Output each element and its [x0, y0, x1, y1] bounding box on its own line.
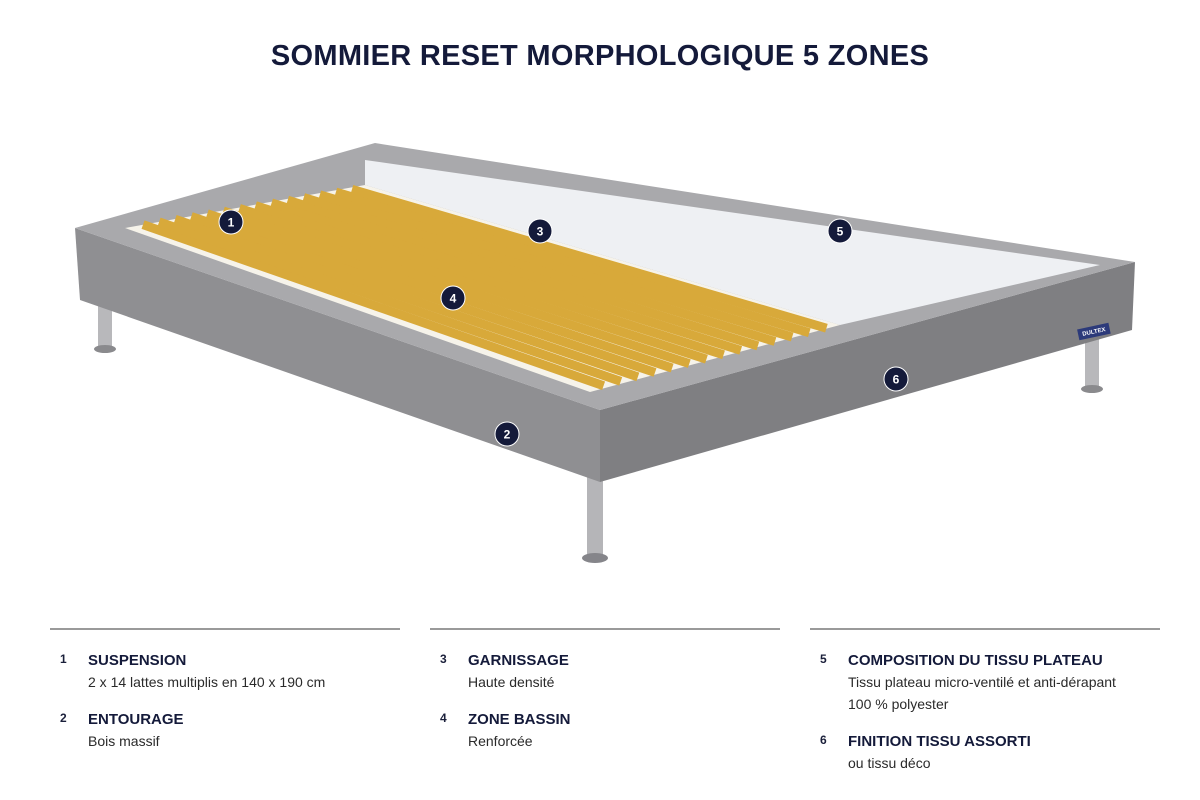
item-number: 3 — [440, 652, 447, 666]
marker-2[interactable]: 2 — [494, 421, 520, 447]
marker-4[interactable]: 4 — [440, 285, 466, 311]
slat — [157, 217, 623, 386]
item-heading: COMPOSITION DU TISSU PLATEAU — [848, 652, 1103, 669]
slat — [254, 201, 725, 360]
legend-item: 3 GARNISSAGE Haute densité — [430, 652, 780, 693]
slat — [302, 193, 777, 346]
item-number: 1 — [60, 652, 67, 666]
marker-3[interactable]: 3 — [527, 218, 553, 244]
item-heading: GARNISSAGE — [468, 652, 569, 669]
legend-item: 5 COMPOSITION DU TISSU PLATEAU Tissu pla… — [810, 652, 1160, 715]
slat — [141, 220, 606, 391]
item-number: 6 — [820, 733, 827, 747]
legend-item: 2 ENTOURAGE Bois massif — [50, 711, 400, 752]
slat — [350, 185, 828, 333]
legend-item: 4 ZONE BASSIN Renforcée — [430, 711, 780, 752]
marker-5[interactable]: 5 — [827, 218, 853, 244]
page-title: SOMMIER RESET MORPHOLOGIQUE 5 ZONES — [270, 40, 930, 72]
slat — [189, 212, 657, 377]
item-description: Haute densité — [468, 674, 555, 690]
slat — [318, 190, 794, 342]
legend-item: 1 SUSPENSION 2 x 14 lattes multiplis en … — [50, 652, 400, 693]
slats — [141, 185, 828, 391]
brand-label: DULTEX — [1077, 322, 1111, 341]
brand-label-text: DULTEX — [1082, 327, 1106, 338]
plateau-fabric — [365, 160, 1100, 325]
item-description: 2 x 14 lattes multiplis en 140 x 190 cm — [88, 674, 326, 690]
frame-right-side — [600, 262, 1135, 482]
item-number: 4 — [440, 711, 447, 725]
marker-6[interactable]: 6 — [883, 366, 909, 392]
marker-1[interactable]: 1 — [218, 209, 244, 235]
item-description: Tissu plateau micro-ventilé et anti-déra… — [848, 674, 1116, 690]
slat — [334, 187, 811, 337]
item-number: 5 — [820, 652, 827, 666]
slat — [173, 214, 640, 382]
item-description: 100 % polyester — [848, 696, 949, 712]
slat — [286, 195, 760, 351]
legend-column-2: 3 GARNISSAGE Haute densité 4 ZONE BASSIN… — [430, 628, 780, 752]
legend-item: 6 FINITION TISSU ASSORTI ou tissu déco — [810, 733, 1160, 774]
item-heading: SUSPENSION — [88, 652, 187, 669]
slat — [270, 198, 743, 355]
bed-base-illustration: DULTEX — [75, 143, 1135, 563]
slat — [205, 209, 674, 373]
item-number: 2 — [60, 711, 67, 725]
frame-left-side — [75, 228, 600, 482]
item-description: ou tissu déco — [848, 755, 931, 771]
item-heading: ZONE BASSIN — [468, 711, 571, 728]
item-description: Renforcée — [468, 733, 533, 749]
legend-column-1: 1 SUSPENSION 2 x 14 lattes multiplis en … — [50, 628, 400, 752]
item-description: Bois massif — [88, 733, 160, 749]
item-heading: FINITION TISSU ASSORTI — [848, 733, 1031, 750]
legend-column-3: 5 COMPOSITION DU TISSU PLATEAU Tissu pla… — [810, 628, 1160, 774]
item-heading: ENTOURAGE — [88, 711, 184, 728]
slat — [238, 204, 708, 364]
